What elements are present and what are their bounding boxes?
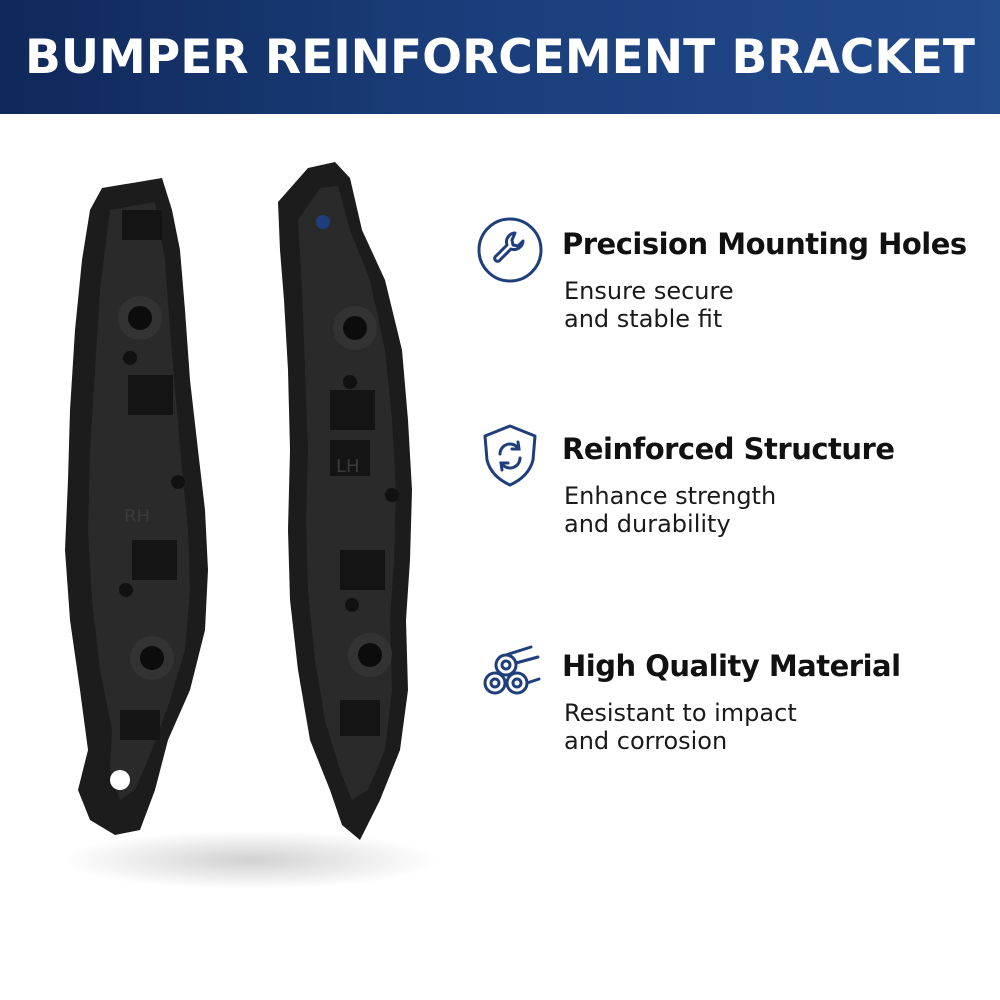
feature-title: High Quality Material (562, 649, 901, 683)
wrench-icon (475, 215, 545, 285)
feature-title: Precision Mounting Holes (562, 227, 967, 261)
feature-desc-line: Enhance strength (564, 482, 777, 510)
shield-refresh-icon (475, 420, 545, 490)
feature-desc-line: and stable fit (564, 305, 723, 333)
feature-desc-line: Ensure secure (564, 277, 734, 305)
feature-desc-line: and corrosion (564, 727, 728, 755)
header-banner: BUMPER REINFORCEMENT BRACKET (0, 0, 1000, 114)
feature-description: Ensure secure and stable fit (564, 277, 944, 333)
banner-title: BUMPER REINFORCEMENT BRACKET (25, 29, 975, 85)
feature-desc-line: and durability (564, 510, 731, 538)
material-rolls-icon (475, 637, 545, 707)
feature-description: Enhance strength and durability (564, 482, 944, 538)
left-bracket-marking: RH (124, 506, 150, 527)
left-bracket: RH (65, 178, 208, 835)
product-shadow (60, 830, 440, 890)
feature-description: Resistant to impact and corrosion (564, 699, 944, 755)
feature-desc-line: Resistant to impact (564, 699, 797, 727)
right-bracket: LH (278, 162, 412, 840)
right-bracket-marking: LH (336, 456, 360, 477)
feature-title: Reinforced Structure (562, 432, 895, 466)
product-image: RH LH (40, 150, 470, 870)
